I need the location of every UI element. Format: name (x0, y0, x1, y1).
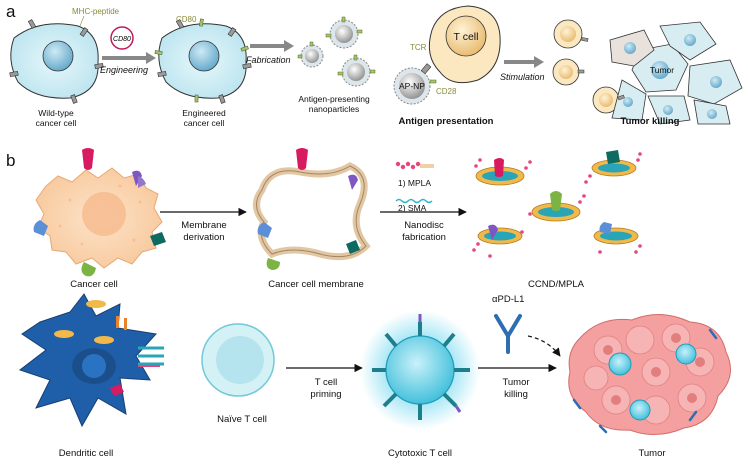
tumor-killing-illustration: Tumor (552, 19, 743, 125)
tumor-label-a: Tumor (650, 65, 674, 75)
antigen-presenting-nanoparticles (297, 16, 376, 87)
cd28-label: CD28 (436, 87, 457, 96)
dendritic-cell (18, 293, 164, 428)
mpla-sma-reagents (395, 161, 434, 204)
t-cell-priming-line1: T cell (315, 377, 338, 388)
cytotoxic-t-cell (360, 310, 480, 430)
nanodisc-fabrication-line2: fabrication (402, 232, 446, 243)
ap-np-label: AP-NP (399, 81, 425, 91)
apd-l1-label: αPD-L1 (492, 294, 524, 305)
tumor-killing-label: Tumor killing (621, 116, 680, 127)
mpla-label: 1) MPLA (398, 178, 431, 188)
antibody-icon (494, 314, 522, 354)
tcr-label: TCR (410, 43, 427, 52)
cytotoxic-t-cell-label: Cytotoxic T cell (388, 448, 452, 459)
engineered-cancer-cell (154, 18, 252, 104)
wild-type-label-line2: cancer cell (36, 118, 77, 128)
t-cell-label: T cell (454, 31, 479, 43)
engineered-label-line1: Engineered (182, 108, 226, 118)
cancer-cell (33, 148, 166, 277)
wild-type-cancer-cell (9, 19, 104, 104)
wild-type-label-line1: Wild-type (38, 108, 74, 118)
ap-nanoparticles-label-line1: Antigen-presenting (298, 94, 370, 104)
tumor-mass (568, 314, 731, 435)
antigen-presentation-label: Antigen presentation (398, 116, 493, 127)
cd80-badge-label: CD80 (113, 36, 131, 43)
plasmid-icon (110, 26, 134, 50)
nanodisc-icon (54, 300, 114, 344)
nanodisc-fabrication-line1: Nanodisc (404, 220, 444, 231)
stimulation-label: Stimulation (500, 72, 545, 82)
panel-a-label: a (6, 2, 16, 21)
antibody-dashed-arrow (527, 335, 561, 357)
membrane-derivation-line1: Membrane (181, 220, 226, 231)
ccnd-mpla-label: CCND/MPLA (528, 279, 585, 290)
dendritic-cell-label: Dendritic cell (59, 448, 113, 459)
membrane-derivation-line2: derivation (183, 232, 224, 243)
fabrication-label: Fabrication (246, 55, 291, 65)
naive-t-cell-label: Naïve T cell (217, 414, 267, 425)
panel-b-label: b (6, 151, 15, 170)
ap-nanoparticles-label-line2: nanoparticles (309, 104, 360, 114)
t-cell-priming-line2: priming (310, 389, 341, 400)
tumor-killing-b-line1: Tumor (502, 377, 529, 388)
ccnd-mpla-nanodiscs (472, 150, 642, 258)
infiltrating-t-cell-icon (608, 343, 697, 421)
cancer-cell-membrane (253, 148, 371, 270)
sma-label: 2) SMA (398, 203, 427, 213)
engineering-label: Engineering (100, 65, 148, 75)
antigen-presentation-illustration: T cell AP-NP (393, 5, 501, 105)
cd80-label: CD80 (176, 15, 197, 24)
naive-t-cell (201, 323, 275, 397)
tumor-label-b: Tumor (638, 448, 665, 459)
cancer-cell-label: Cancer cell (70, 279, 118, 290)
tumor-killing-b-line2: killing (504, 389, 528, 400)
engineered-label-line2: cancer cell (184, 118, 225, 128)
mhc-peptide-label: MHC-peptide (72, 7, 120, 16)
cancer-cell-membrane-label: Cancer cell membrane (268, 279, 364, 290)
